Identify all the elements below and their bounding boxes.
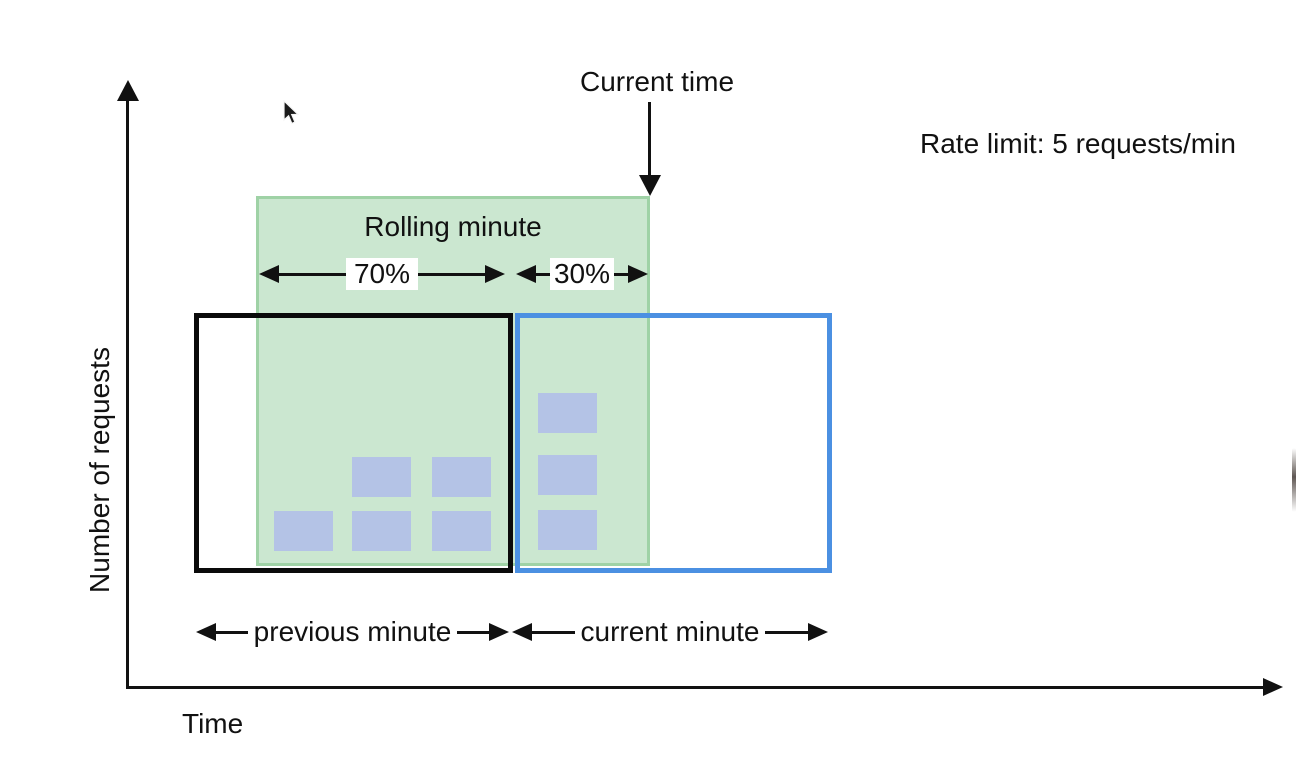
current-time-label: Current time: [527, 66, 787, 98]
request-block: [538, 510, 597, 550]
request-block: [274, 511, 333, 551]
rolling-minute-label: Rolling minute: [256, 211, 650, 243]
current-time-arrowhead-icon: [639, 175, 661, 196]
request-block: [538, 455, 597, 495]
mouse-cursor-icon: [281, 100, 301, 128]
window-curr-pct-label: 30%: [550, 258, 614, 290]
request-block: [432, 457, 491, 497]
y-axis-arrowhead-icon: [117, 80, 139, 101]
previous-minute-label: previous minute: [248, 616, 458, 648]
arrow-left-icon: [259, 265, 279, 283]
request-block: [352, 457, 411, 497]
window-curr-portion-arrow: 30%: [516, 258, 648, 290]
arrow-left-icon: [196, 623, 216, 641]
arrow-right-icon: [485, 265, 505, 283]
window-prev-portion-arrow: 70%: [259, 258, 505, 290]
x-axis-arrowhead-icon: [1263, 678, 1283, 696]
arrow-right-icon: [808, 623, 828, 641]
current-minute-arrow: current minute: [512, 616, 828, 648]
arrow-left-icon: [512, 623, 532, 641]
request-block: [538, 393, 597, 433]
x-axis-line: [126, 686, 1266, 689]
previous-minute-arrow: previous minute: [196, 616, 509, 648]
current-minute-label: current minute: [575, 616, 766, 648]
arrow-right-icon: [628, 265, 648, 283]
x-axis-label: Time: [182, 708, 243, 740]
screen-edge-artifact: [1292, 448, 1296, 512]
window-prev-pct-label: 70%: [346, 258, 418, 290]
request-block: [352, 511, 411, 551]
current-time-arrow-line: [648, 102, 651, 178]
request-block: [432, 511, 491, 551]
rate-limit-note: Rate limit: 5 requests/min: [920, 128, 1236, 160]
y-axis-line: [126, 96, 129, 688]
y-axis-label: Number of requests: [84, 347, 116, 593]
arrow-right-icon: [489, 623, 509, 641]
arrow-left-icon: [516, 265, 536, 283]
